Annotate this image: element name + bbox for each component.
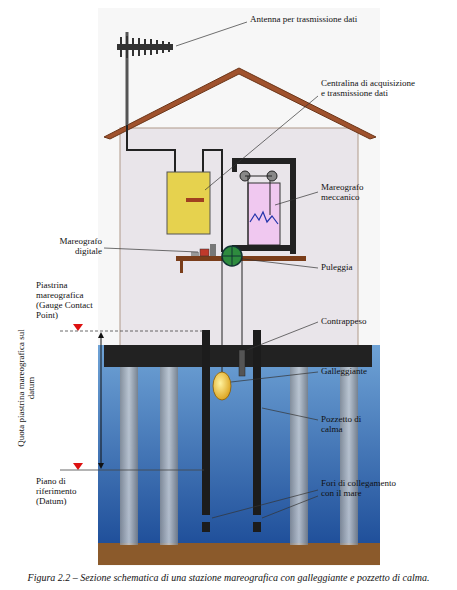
callout-label: Piano di riferimento (Datum) [36, 476, 96, 506]
callout-label: Centralina di acquisizione e trasmission… [321, 78, 421, 98]
callout-label: Mareografo meccanico [321, 182, 391, 202]
figure-caption: Figura 2.2 – Sezione schematica di una s… [28, 572, 430, 583]
callout-label: Contrappeso [321, 316, 401, 326]
callout-label: Puleggia [321, 262, 391, 272]
callout-label: Pozzetto di calma [321, 414, 381, 434]
callout-label: Quota piastrina mareografica sul datum [16, 325, 36, 451]
callout-label: Piastrina mareografica (Gauge Contact Po… [36, 280, 112, 320]
callout-label: Antenna per trasmissione dati [250, 14, 360, 24]
callout-label: Galleggiante [321, 366, 401, 376]
callout-label: Fori di collegamento con il mare [321, 478, 403, 498]
callout-label: Mareografo digitale [48, 236, 102, 256]
